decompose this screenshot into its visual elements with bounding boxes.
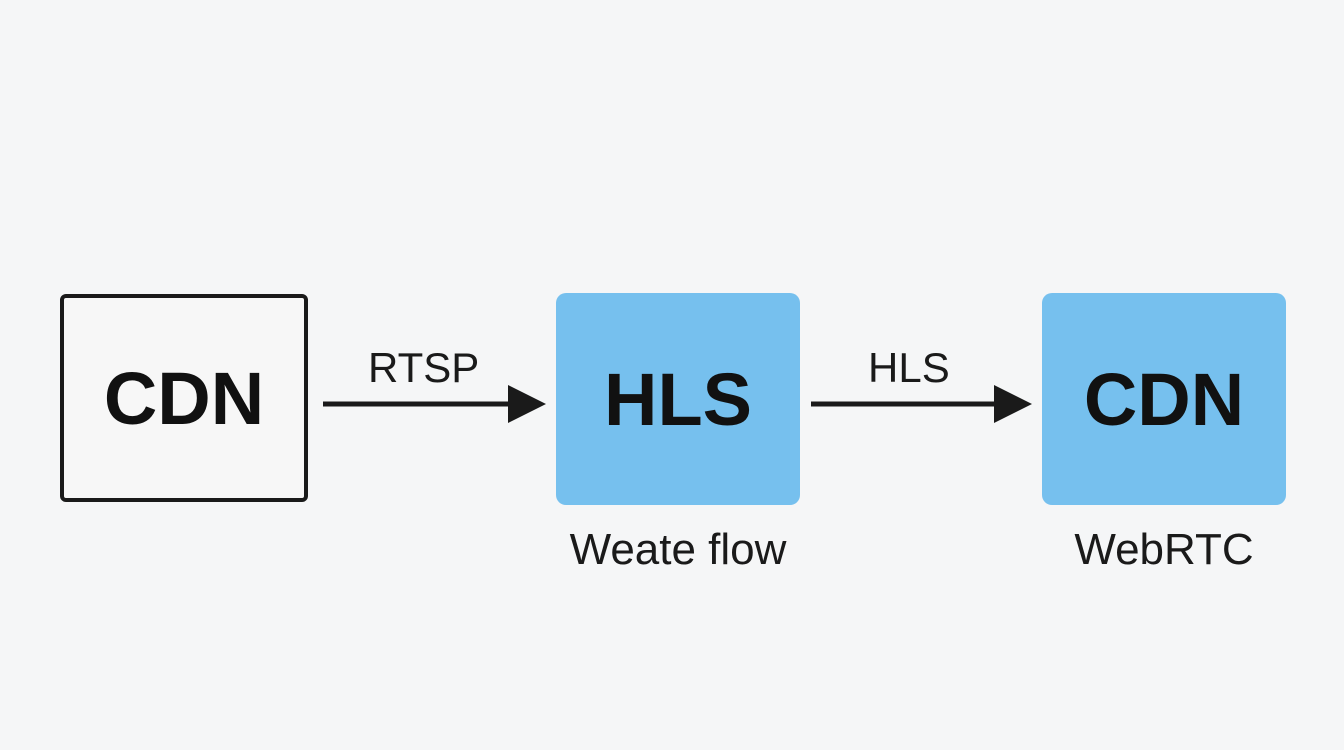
arrowhead-rtsp — [508, 385, 546, 423]
arrowhead-hls — [994, 385, 1032, 423]
edge-arrow-hls — [811, 385, 1032, 423]
edge-label-rtsp: RTSP — [368, 344, 480, 391]
hls-node: HLS — [556, 293, 800, 505]
cdn-source-label: CDN — [103, 356, 265, 440]
cdn-source-node: CDN — [60, 294, 308, 502]
cdn-target-label: CDN — [1083, 357, 1245, 441]
edge-arrow-rtsp — [323, 385, 546, 423]
cdn-target-caption: WebRTC — [1074, 525, 1254, 574]
hls-node-caption: Weate flow — [569, 525, 787, 574]
edge-label-hls: HLS — [868, 344, 950, 391]
cdn-target-node: CDN — [1042, 293, 1286, 505]
hls-node-label: HLS — [604, 357, 752, 441]
